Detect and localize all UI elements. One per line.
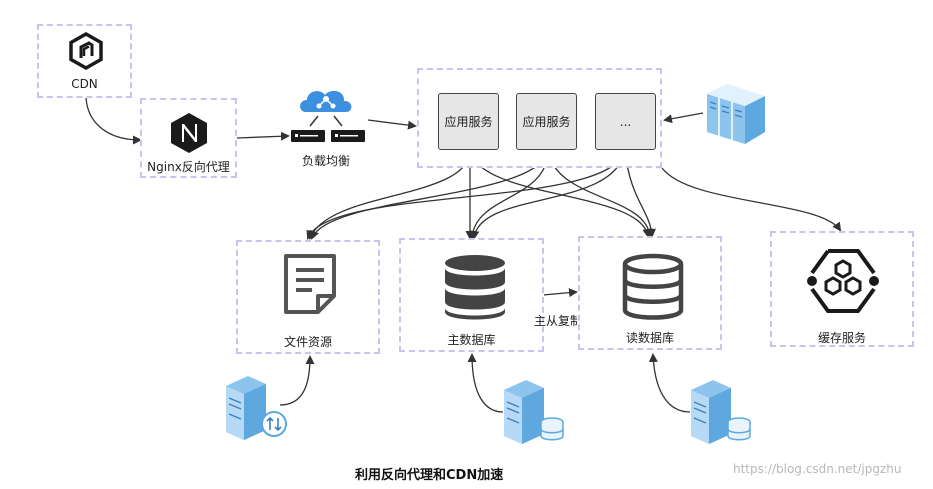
arrow-app3-to-file bbox=[306, 149, 626, 240]
database-outline-icon bbox=[622, 253, 684, 320]
arrow-nginx-to-lb bbox=[236, 131, 290, 141]
file-resource-label: 文件资源 bbox=[283, 335, 332, 349]
master-db-label: 主数据库 bbox=[447, 333, 496, 347]
load-balancer-icon bbox=[291, 90, 365, 142]
cdn-icon bbox=[69, 31, 103, 71]
database-server-icon bbox=[691, 380, 751, 444]
replication-label: 主从复制 bbox=[534, 314, 583, 328]
file-server-icon bbox=[226, 376, 287, 440]
document-icon bbox=[284, 254, 336, 314]
app-service-2: 应用服务 bbox=[516, 93, 577, 150]
nginx-label: Nginx反向代理 bbox=[147, 160, 230, 174]
arrow-lb-to-apps bbox=[367, 119, 417, 130]
arrow-apps-to-cache bbox=[661, 167, 842, 232]
arrow-app3-to-masterdb bbox=[470, 149, 626, 240]
arrow-master-to-read bbox=[542, 288, 578, 298]
master-db-node: 主数据库 bbox=[399, 238, 544, 352]
nginx-node: Nginx反向代理 bbox=[140, 98, 237, 178]
arrow-cdn-to-nginx bbox=[85, 97, 142, 145]
arrow-dbserver2-to-read bbox=[648, 353, 691, 413]
load-balancer-label: 负载均衡 bbox=[302, 154, 351, 168]
app-service-more: ... bbox=[595, 93, 656, 150]
cdn-node: CDN bbox=[37, 24, 132, 98]
diagram-caption: 利用反向代理和CDN加速 bbox=[355, 468, 504, 483]
nginx-icon bbox=[171, 113, 207, 153]
server-rack-icon bbox=[707, 84, 765, 144]
app-service-1: 应用服务 bbox=[438, 93, 499, 150]
watermark: https://blog.csdn.net/jpgzhu bbox=[733, 462, 902, 476]
database-server-icon bbox=[504, 380, 564, 444]
file-resource-node: 文件资源 bbox=[236, 240, 380, 354]
read-db-label: 读数据库 bbox=[625, 331, 674, 345]
cdn-label: CDN bbox=[71, 77, 98, 91]
arrow-fileserver-to-file bbox=[279, 355, 315, 406]
cache-hexagon-icon bbox=[807, 249, 879, 313]
database-icon bbox=[445, 255, 505, 320]
arrow-dbserver1-to-master bbox=[467, 353, 504, 413]
arrow-serverstack-to-apps bbox=[663, 112, 704, 124]
read-db-node: 读数据库 bbox=[578, 236, 722, 350]
cache-service-node: 缓存服务 bbox=[770, 231, 914, 347]
cache-service-label: 缓存服务 bbox=[817, 331, 866, 345]
